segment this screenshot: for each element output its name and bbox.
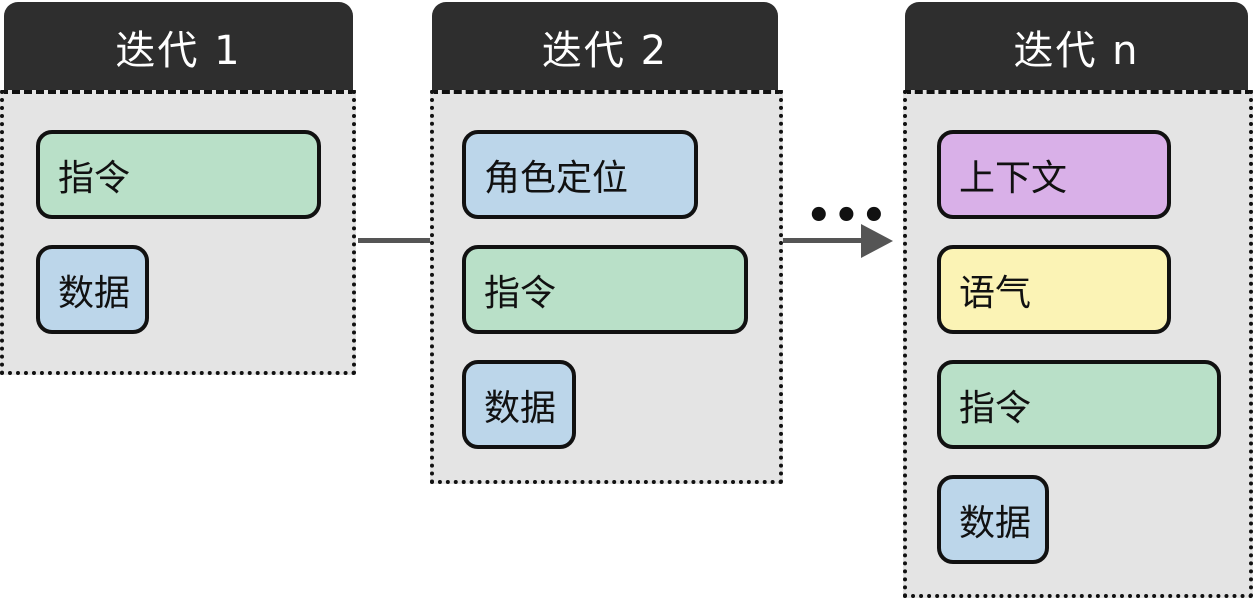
instruction-chip: 指令 xyxy=(462,245,748,334)
role-chip: 角色定位 xyxy=(462,130,698,219)
data-chip: 数据 xyxy=(36,245,149,334)
instruction-chip: 指令 xyxy=(937,360,1221,449)
arrow-line-2 xyxy=(783,238,863,243)
iteration-1-title: 迭代 1 xyxy=(4,2,353,92)
context-chip: 上下文 xyxy=(937,130,1171,219)
iteration-2-title: 迭代 2 xyxy=(432,2,778,92)
arrow-connector-1 xyxy=(358,238,431,243)
data-chip: 数据 xyxy=(462,360,576,449)
tone-chip: 语气 xyxy=(937,245,1171,334)
iteration-n-title: 迭代 n xyxy=(905,2,1248,92)
arrow-head-icon xyxy=(861,224,893,258)
data-chip: 数据 xyxy=(937,475,1049,564)
instruction-chip: 指令 xyxy=(36,130,321,219)
